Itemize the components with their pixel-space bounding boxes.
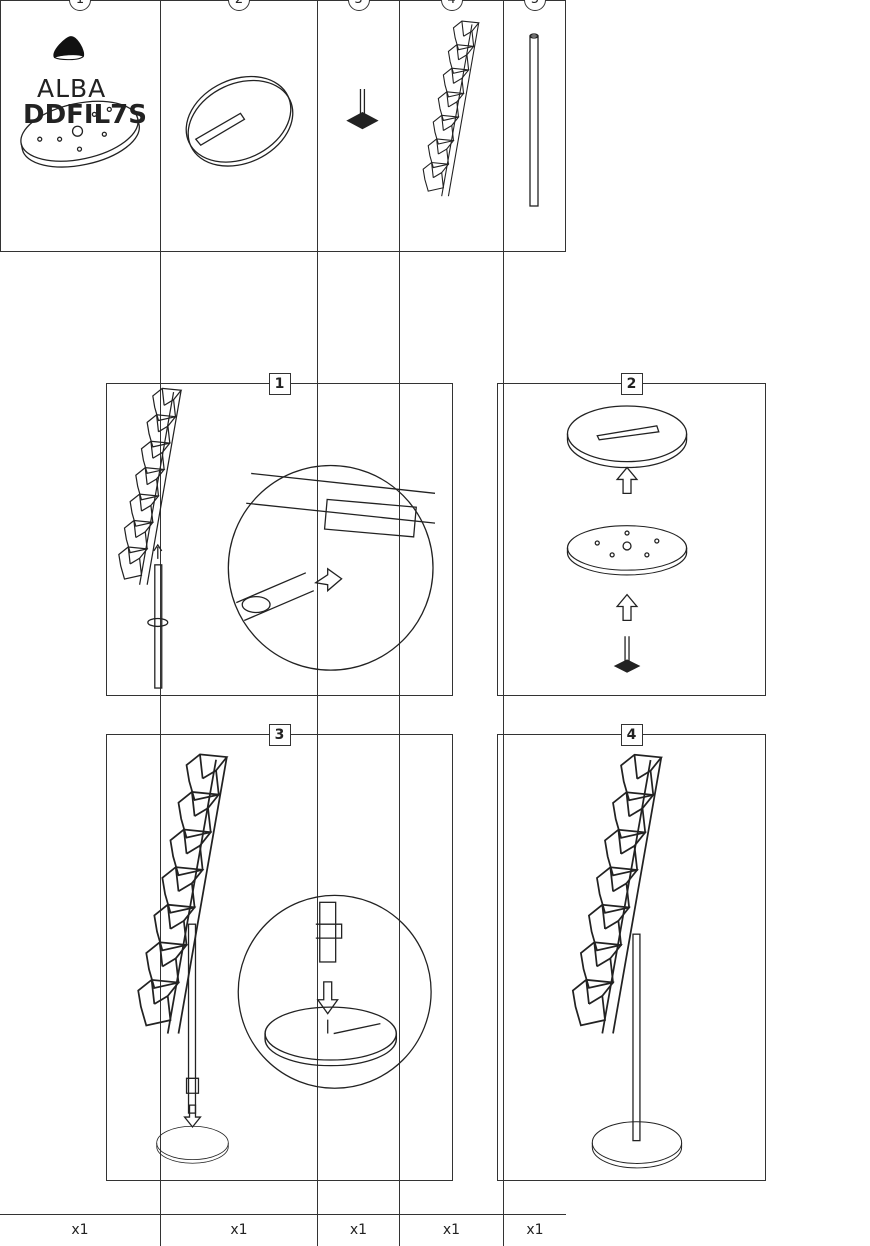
- part-quantity: x1: [161, 1214, 317, 1246]
- step-3-illustration: [107, 735, 432, 1164]
- part-2: 2 x1: [161, 0, 318, 1246]
- part-quantity: x1: [504, 1214, 566, 1246]
- base-cover-illustration: [185, 75, 294, 167]
- step-number: 1: [268, 373, 291, 395]
- part-quantity: x1: [318, 1214, 399, 1246]
- step-number: 4: [620, 724, 643, 746]
- part-5: 5 x1: [504, 0, 566, 1246]
- step-2-illustration: [566, 405, 688, 673]
- step-4-illustration: [498, 735, 683, 1169]
- step-number: 3: [268, 724, 291, 746]
- bolt-illustration: [346, 89, 379, 130]
- part-3: 3 x1: [318, 0, 400, 1246]
- step-1-illustration: [107, 384, 436, 689]
- part-1: 1 x1: [0, 0, 161, 1246]
- pole-illustration: [529, 33, 539, 207]
- part-quantity: x1: [0, 1214, 160, 1246]
- part-quantity: x1: [400, 1214, 503, 1246]
- part-4: 4 x1: [400, 0, 504, 1246]
- step-2-panel: 2: [497, 373, 766, 696]
- step-number: 2: [620, 373, 643, 395]
- parts-table: 1 x1 2 x1 3 x1 4 x1 5 x1: [0, 0, 566, 1246]
- rack-illustration: [400, 10, 503, 218]
- alba-logo: [53, 36, 85, 61]
- step-4-panel: 4: [497, 724, 766, 1181]
- base-plate-illustration: [14, 90, 146, 178]
- step-3-panel: 3: [106, 724, 453, 1181]
- brand-name: ALBA: [37, 74, 107, 103]
- step-1-panel: 1: [106, 373, 453, 696]
